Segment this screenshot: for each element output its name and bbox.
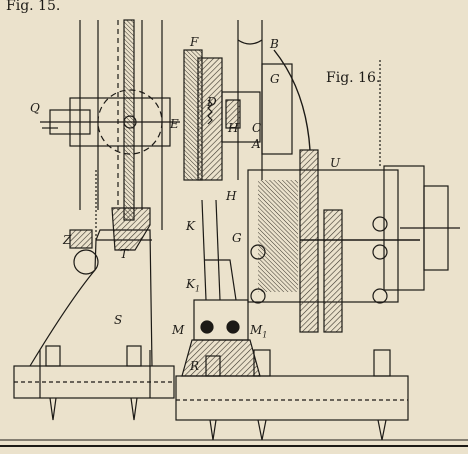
knob-z — [69, 229, 93, 249]
label-d: D — [207, 95, 217, 109]
fig16-base-plate — [175, 375, 409, 421]
fig15-caption: Fig. 15. — [6, 0, 61, 14]
label-z: Z — [63, 233, 72, 247]
arm-b — [273, 49, 311, 151]
label-g-upper: G — [270, 72, 280, 86]
fig15-drawing — [13, 19, 180, 421]
label-a: A — [252, 137, 261, 151]
label-k1-subscript: 1 — [194, 284, 201, 294]
label-h-upper: H — [228, 121, 239, 135]
label-b: B — [270, 37, 279, 51]
bearing-block-m — [193, 299, 249, 341]
housing-g — [261, 63, 293, 155]
label-c: C — [252, 121, 262, 135]
label-f: F — [190, 35, 199, 49]
hand-wheel — [73, 249, 99, 275]
label-u: U — [330, 156, 341, 170]
label-e: E — [170, 117, 179, 131]
label-k1-letter: K — [186, 277, 195, 291]
label-m: M — [172, 323, 185, 337]
fig16-drawing — [175, 20, 460, 441]
gear-housing — [247, 169, 399, 303]
label-t: T — [120, 247, 129, 261]
label-q: Q — [30, 101, 40, 115]
bracket-t — [111, 207, 151, 251]
label-r: R — [190, 359, 200, 373]
frame-s — [29, 229, 153, 367]
label-k: K — [186, 219, 195, 233]
housing-bolts — [250, 216, 388, 304]
label-g-lower: G — [232, 231, 242, 245]
slide-block-h — [221, 91, 261, 143]
spring — [207, 99, 213, 125]
label-m1-subscript: 1 — [262, 330, 268, 340]
label-s: S — [114, 313, 123, 327]
label-m1-letter: M — [250, 323, 263, 337]
label-h-lower: H — [226, 189, 237, 203]
label-m1: M1 — [250, 324, 267, 339]
gear-pair — [299, 149, 343, 333]
label-k1: K1 — [186, 278, 200, 293]
fig16-caption: Fig. 16. — [326, 70, 381, 86]
fig15-base-bolts — [45, 345, 142, 421]
rack-spindle — [123, 19, 135, 221]
